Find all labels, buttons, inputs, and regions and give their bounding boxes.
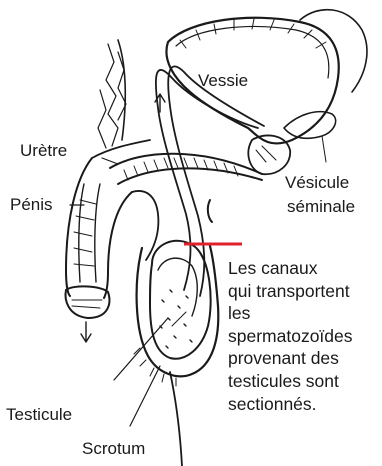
label-scrotum: Scrotum xyxy=(82,438,145,460)
penis-bend xyxy=(132,191,158,260)
note-line: Les canaux xyxy=(228,257,353,280)
vasectomy-note: Les canaux qui transportent les spermato… xyxy=(228,257,353,415)
penis-back xyxy=(104,192,132,298)
note-line: sectionnés. xyxy=(228,393,353,416)
note-line: qui transportent xyxy=(228,280,353,303)
urethra-lower xyxy=(118,168,262,184)
prostate xyxy=(248,135,290,174)
note-line: spermatozoïdes xyxy=(228,325,353,348)
penis-outer-top xyxy=(92,140,150,158)
label-penis: Pénis xyxy=(10,194,53,216)
pubic-hair xyxy=(98,44,126,148)
scrotum-leader xyxy=(130,366,160,426)
vesicle-pointer-line xyxy=(322,136,326,162)
note-line: les xyxy=(228,302,353,325)
penis-inner-right xyxy=(95,184,100,282)
note-line: testicules sont xyxy=(228,370,353,393)
penis-hatch xyxy=(74,200,96,266)
uretre-leader xyxy=(102,158,118,164)
label-vesicule-line1: Vésicule xyxy=(285,172,349,194)
flow-arrow-down xyxy=(81,322,91,342)
duct-loop xyxy=(208,200,212,222)
label-vesicule-line2: séminale xyxy=(287,196,355,218)
rectum-outline xyxy=(300,10,367,92)
label-uretre: Urètre xyxy=(20,140,67,162)
epididymis xyxy=(158,258,197,316)
testicle-stipple xyxy=(160,290,192,348)
label-testicule: Testicule xyxy=(6,404,72,426)
scrotum-hair xyxy=(134,348,176,386)
note-line: provenant des xyxy=(228,347,353,370)
label-vessie: Vessie xyxy=(198,70,248,92)
glans xyxy=(66,286,110,318)
seminal-vesicle xyxy=(284,112,336,139)
